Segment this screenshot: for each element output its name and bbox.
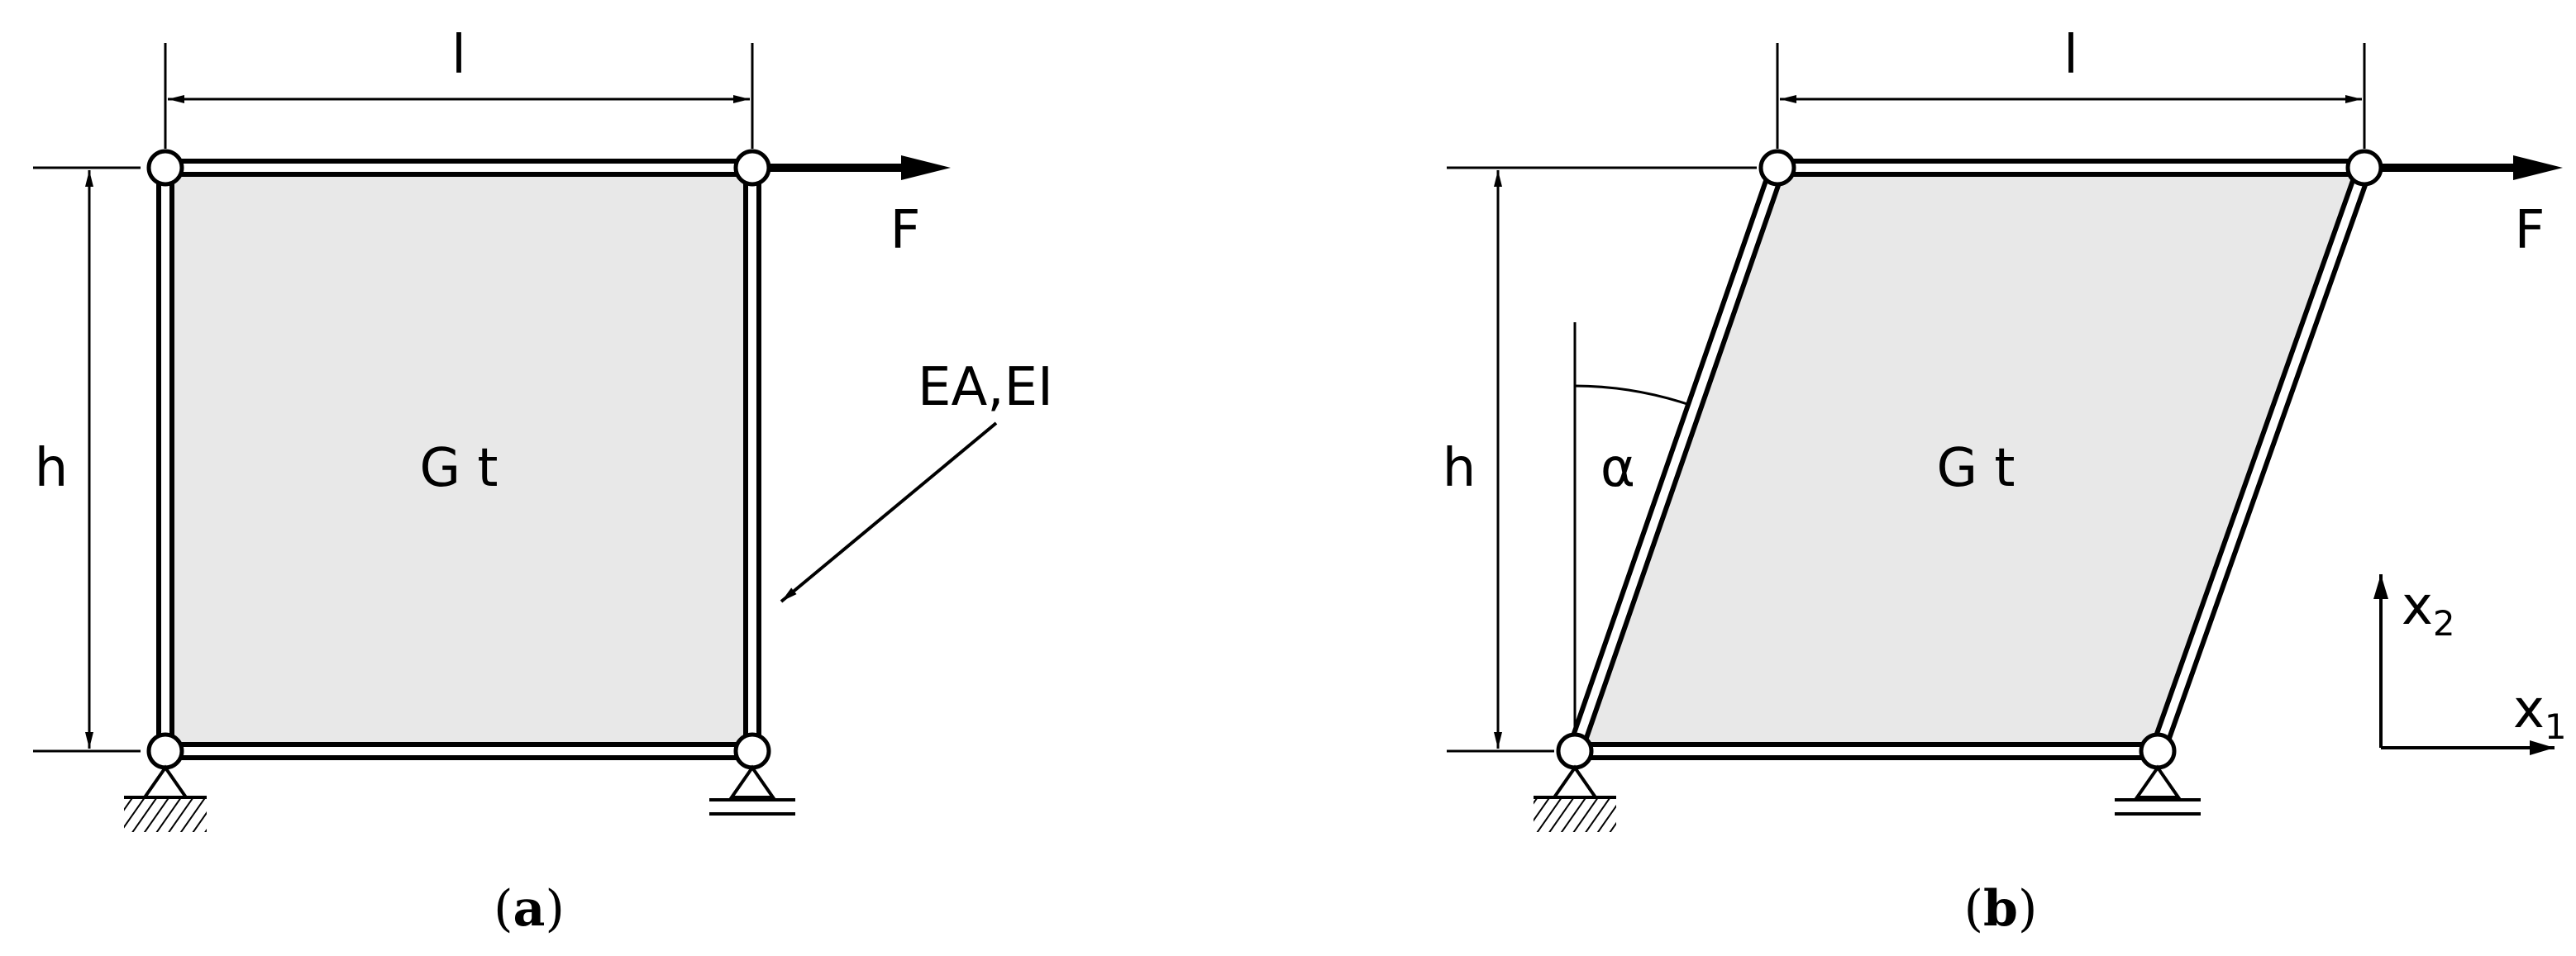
panel-b-angle-label: α xyxy=(1600,438,1635,499)
panel-b-material-label: G t xyxy=(1936,438,2015,499)
panel-a-hinge-top-right xyxy=(733,149,771,187)
panel-a-force-label: F xyxy=(890,200,921,261)
panel-a-material-label: G t xyxy=(419,438,498,499)
panel-b-hinge-top-left xyxy=(1758,149,1796,187)
panel-b-axis-x2-label: x2 xyxy=(2402,576,2455,644)
panel-b-height-label: h xyxy=(1443,438,1476,499)
panel-a-hinge-bottom-left xyxy=(146,732,184,770)
panel-b-hinge-bottom-right xyxy=(2139,732,2177,770)
panel-a-shear-field xyxy=(165,168,752,751)
panel-b-coordinate-axes: x1 x2 xyxy=(2373,574,2567,755)
panel-a-height-label: h xyxy=(35,438,69,499)
panel-b-width-label: l xyxy=(2063,25,2078,86)
panel-b-force-label: F xyxy=(2515,200,2545,261)
panel-a-stiffness-pointer xyxy=(780,421,998,603)
panel-a-stiffness-label: EA,EI xyxy=(918,357,1053,418)
panel-a-hinge-top-left xyxy=(146,149,184,187)
panel-a-width-label: l xyxy=(451,25,466,86)
panel-b-shear-field xyxy=(1575,168,2364,751)
panel-a: l h G t EA,EI F (a xyxy=(33,25,1053,938)
panel-a-roller-support xyxy=(709,764,795,816)
panel-b-hinge-bottom-left xyxy=(1556,732,1594,770)
panel-b-roller-support xyxy=(2115,764,2201,816)
panel-b-fixed-support xyxy=(1534,764,1616,832)
panel-a-fixed-support xyxy=(124,764,207,832)
panel-a-caption: (a) xyxy=(494,880,565,938)
panel-b-angle-arc xyxy=(1574,384,1691,407)
panel-b-hinge-top-right xyxy=(2345,149,2383,187)
panel-b: l h α G t F xyxy=(1443,25,2567,938)
panel-b-axis-x1-label: x1 xyxy=(2513,679,2567,747)
panel-a-hinge-bottom-right xyxy=(733,732,771,770)
panel-b-caption: (b) xyxy=(1964,880,2038,938)
